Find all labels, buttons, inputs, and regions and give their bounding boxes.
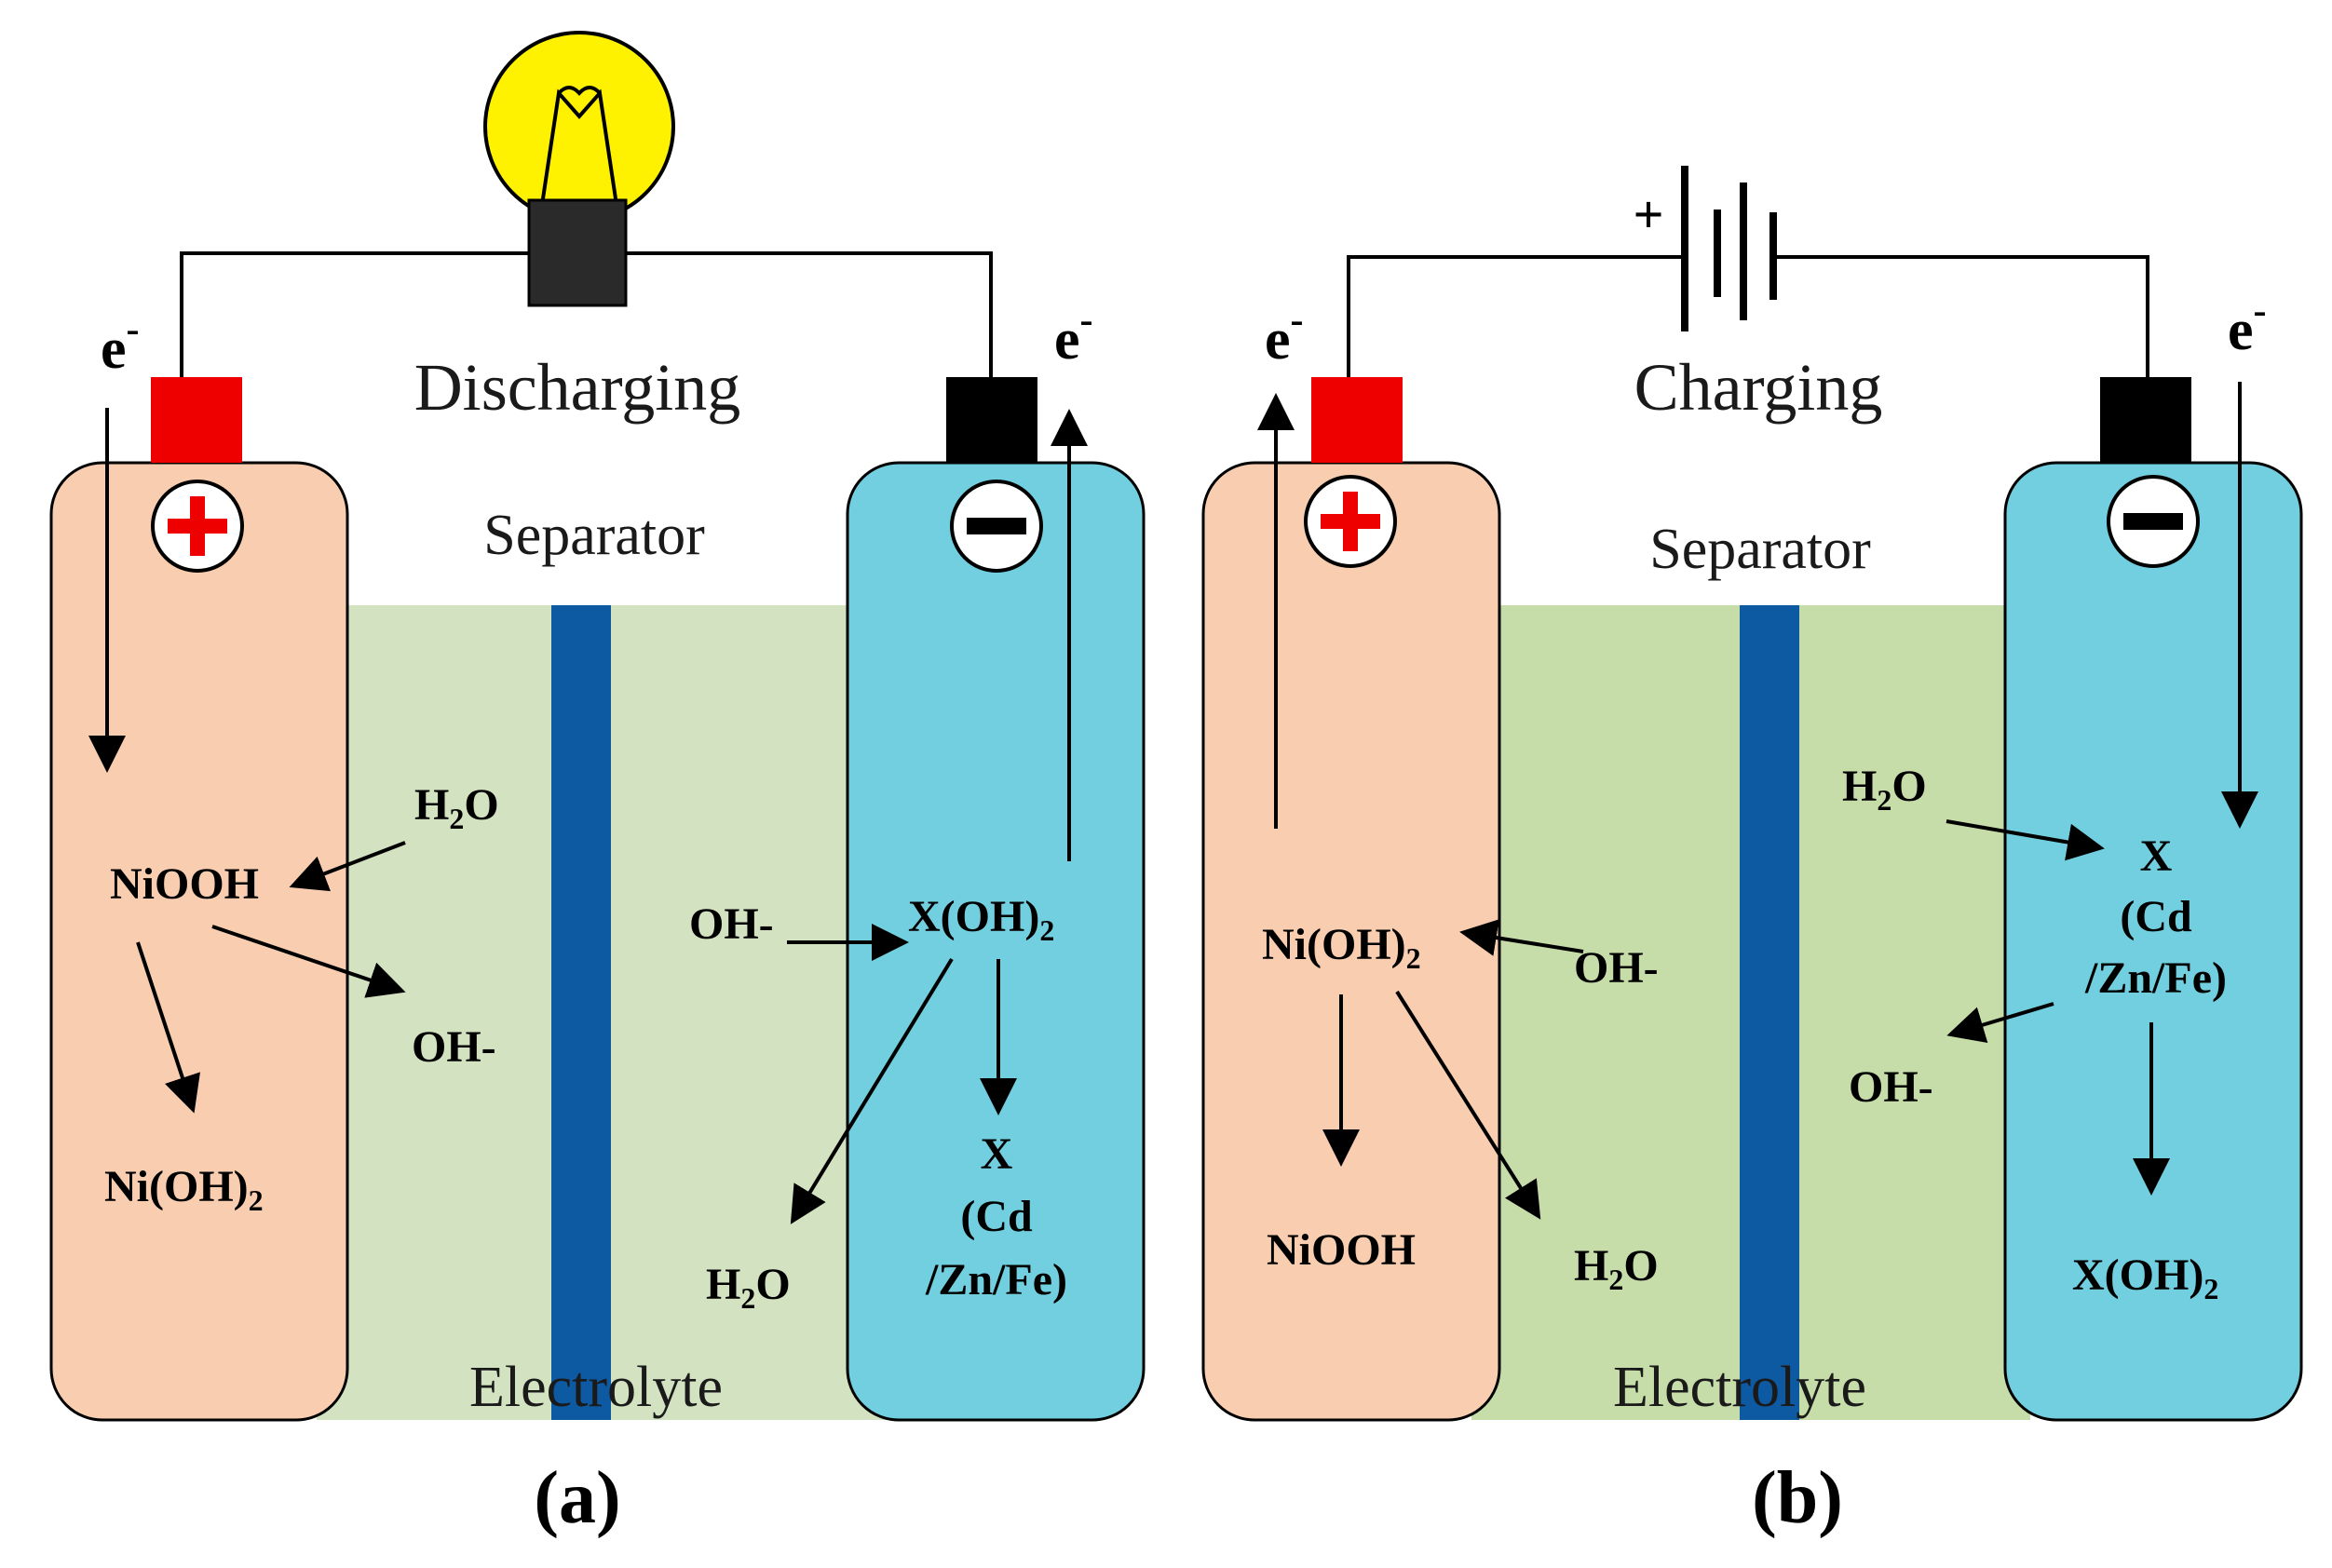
reaction-arrow-a2 [211, 925, 406, 998]
reaction-arrow-b4 [1946, 819, 2105, 861]
minus-sign-icon-b [2107, 475, 2200, 568]
species-h2o-b-left: H2O [1574, 1241, 1659, 1296]
species-oh-b-left: OH- [1574, 943, 1659, 993]
species-xoh2-a: X(OH)2 [908, 892, 1054, 947]
separator-label-a: Separator [483, 504, 705, 567]
plus-sign-icon [151, 480, 244, 573]
reaction-arrow-a3 [136, 941, 200, 1114]
positive-terminal-b [1311, 377, 1403, 463]
electrolyte-label-a: Electrolyte [469, 1356, 723, 1419]
caption-a: (a) [534, 1457, 620, 1539]
species-x-detail1-b: (Cd [2120, 892, 2192, 941]
caption-b: (b) [1752, 1457, 1843, 1539]
positive-terminal-a [151, 377, 242, 463]
reaction-arrow-a6 [790, 957, 954, 1224]
light-bulb-icon [483, 31, 675, 307]
species-x-detail1-a: (Cd [960, 1192, 1033, 1241]
species-x-detail2-b: /Zn/Fe) [2084, 953, 2227, 1003]
battery-plus-label: + [1633, 184, 1663, 245]
mode-label-charging: Charging [1634, 350, 1883, 425]
panel-a: Discharging Separator Electrolyte (a) e-… [49, 31, 1146, 1539]
separator-bar-b [1740, 605, 1799, 1420]
species-x-detail2-a: /Zn/Fe) [925, 1255, 1067, 1304]
wire-b-left [1347, 255, 1681, 377]
species-oh-b-right: OH- [1849, 1062, 1933, 1112]
electron-label-right-b: e- [2228, 290, 2267, 362]
minus-sign-icon [950, 480, 1043, 573]
electron-label-left-b: e- [1265, 299, 1304, 372]
species-nioh2-a: Ni(OH)2 [104, 1162, 264, 1217]
battery-icon [1681, 166, 1777, 331]
separator-label-b: Separator [1649, 518, 1871, 581]
species-nioh2-b: Ni(OH)2 [1262, 920, 1421, 975]
reaction-arrow-a1 [289, 841, 406, 892]
species-oh-a-right: OH- [689, 899, 774, 949]
species-niooh-b: NiOOH [1267, 1225, 1416, 1275]
species-x-b: X [2140, 831, 2173, 881]
species-niooh-a: NiOOH [110, 859, 259, 909]
species-h2o-a-left: H2O [414, 780, 499, 835]
negative-terminal-a [946, 377, 1037, 463]
reaction-arrow-b1 [1459, 919, 1584, 956]
negative-terminal-b [2100, 377, 2191, 463]
electron-label-right-a: e- [1054, 299, 1093, 372]
reaction-arrow-b5 [1946, 1002, 2054, 1043]
panel-b: + Charging Separator Electrolyte (b) e- … [1201, 166, 2303, 1539]
species-h2o-a-right: H2O [706, 1260, 791, 1315]
plus-sign-icon-b [1304, 475, 1397, 568]
wire-b-right [1777, 255, 2149, 377]
electrolyte-label-b: Electrolyte [1613, 1356, 1866, 1419]
species-x-a: X [981, 1129, 1013, 1179]
positive-electrode-a [49, 461, 349, 1422]
separator-bar-a [551, 605, 611, 1420]
species-h2o-b-right: H2O [1842, 762, 1927, 817]
reaction-arrow-b3 [1395, 990, 1541, 1220]
species-xoh2-b: X(OH)2 [2072, 1250, 2218, 1305]
species-oh-a-left: OH- [412, 1022, 496, 1072]
electron-label-left-a: e- [101, 308, 140, 381]
mode-label-discharging: Discharging [414, 350, 741, 425]
